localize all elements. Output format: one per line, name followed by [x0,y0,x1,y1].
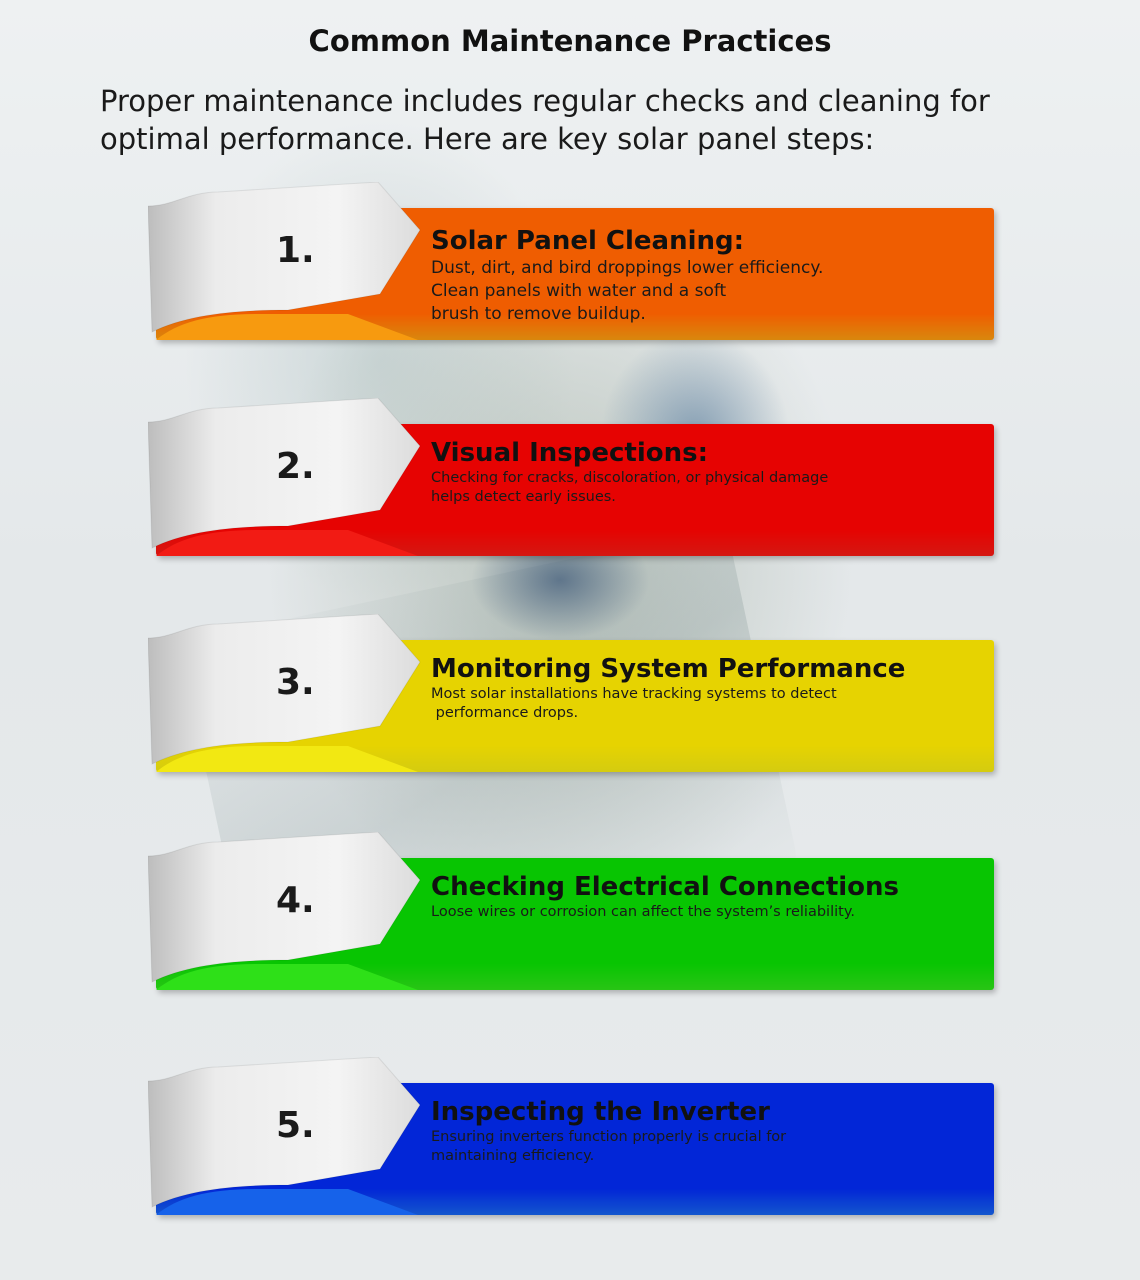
step-number-tab [148,614,448,772]
step-description-line: helps detect early issues. [431,489,616,505]
step-description-line: Clean panels with water and a soft [431,281,727,301]
step-description: Loose wires or corrosion can affect the … [431,903,991,922]
step-description-line: Most solar installations have tracking s… [431,686,837,702]
intro-text: Proper maintenance includes regular chec… [100,84,990,156]
step-heading: Solar Panel Cleaning: [431,226,745,256]
step-number-tab [148,832,448,990]
page-title: Common Maintenance Practices [308,24,832,58]
step-description-line: Dust, dirt, and bird droppings lower eff… [431,258,824,278]
step-visual-inspections: 2. Visual Inspections: Checking for cracks… [148,398,998,556]
tab-shape [148,182,421,333]
tab-curl [156,530,418,556]
step-heading: Visual Inspections: [431,438,708,468]
tab-shape [148,398,421,549]
step-description-line: maintaining efficiency. [431,1148,595,1164]
step-content: Solar Panel Cleaning:Dust, dirt, and bir… [431,226,991,326]
step-solar-panel-cleaning: 1. Solar Panel Cleaning:Dust, dirt, and b… [148,182,998,340]
step-number-tab [148,1057,448,1215]
step-description-line: performance drops. [431,705,579,721]
step-number: 1. [276,230,315,271]
step-description: Checking for cracks, discoloration, or p… [431,469,991,507]
step-description-line: Checking for cracks, discoloration, or p… [431,470,829,486]
step-number-tab [148,182,448,340]
step-description: Dust, dirt, and bird droppings lower eff… [431,257,991,326]
step-number: 2. [276,446,315,487]
tab-curl [156,964,418,990]
tab-shape [148,832,421,983]
step-description-line: brush to remove buildup. [431,304,646,324]
step-description: Most solar installations have tracking s… [431,685,991,723]
tab-curl [156,746,418,772]
tab-curl [156,1189,418,1215]
step-content: Visual Inspections: Checking for cracks, … [431,438,991,507]
step-description-line: Ensuring inverters function properly is … [431,1129,787,1145]
step-description: Ensuring inverters function properly is … [431,1128,991,1166]
step-heading: Monitoring System Performance [431,654,906,684]
step-heading: Checking Electrical Connections [431,872,900,902]
tab-shape [148,614,421,765]
step-number: 4. [276,880,315,921]
step-heading: Inspecting the Inverter [431,1097,770,1127]
step-description-line: Loose wires or corrosion can affect the … [431,904,855,920]
step-number: 3. [276,662,315,703]
tab-curl [156,314,418,340]
tab-shape [148,1057,421,1208]
step-number: 5. [276,1105,315,1146]
step-number-tab [148,398,448,556]
